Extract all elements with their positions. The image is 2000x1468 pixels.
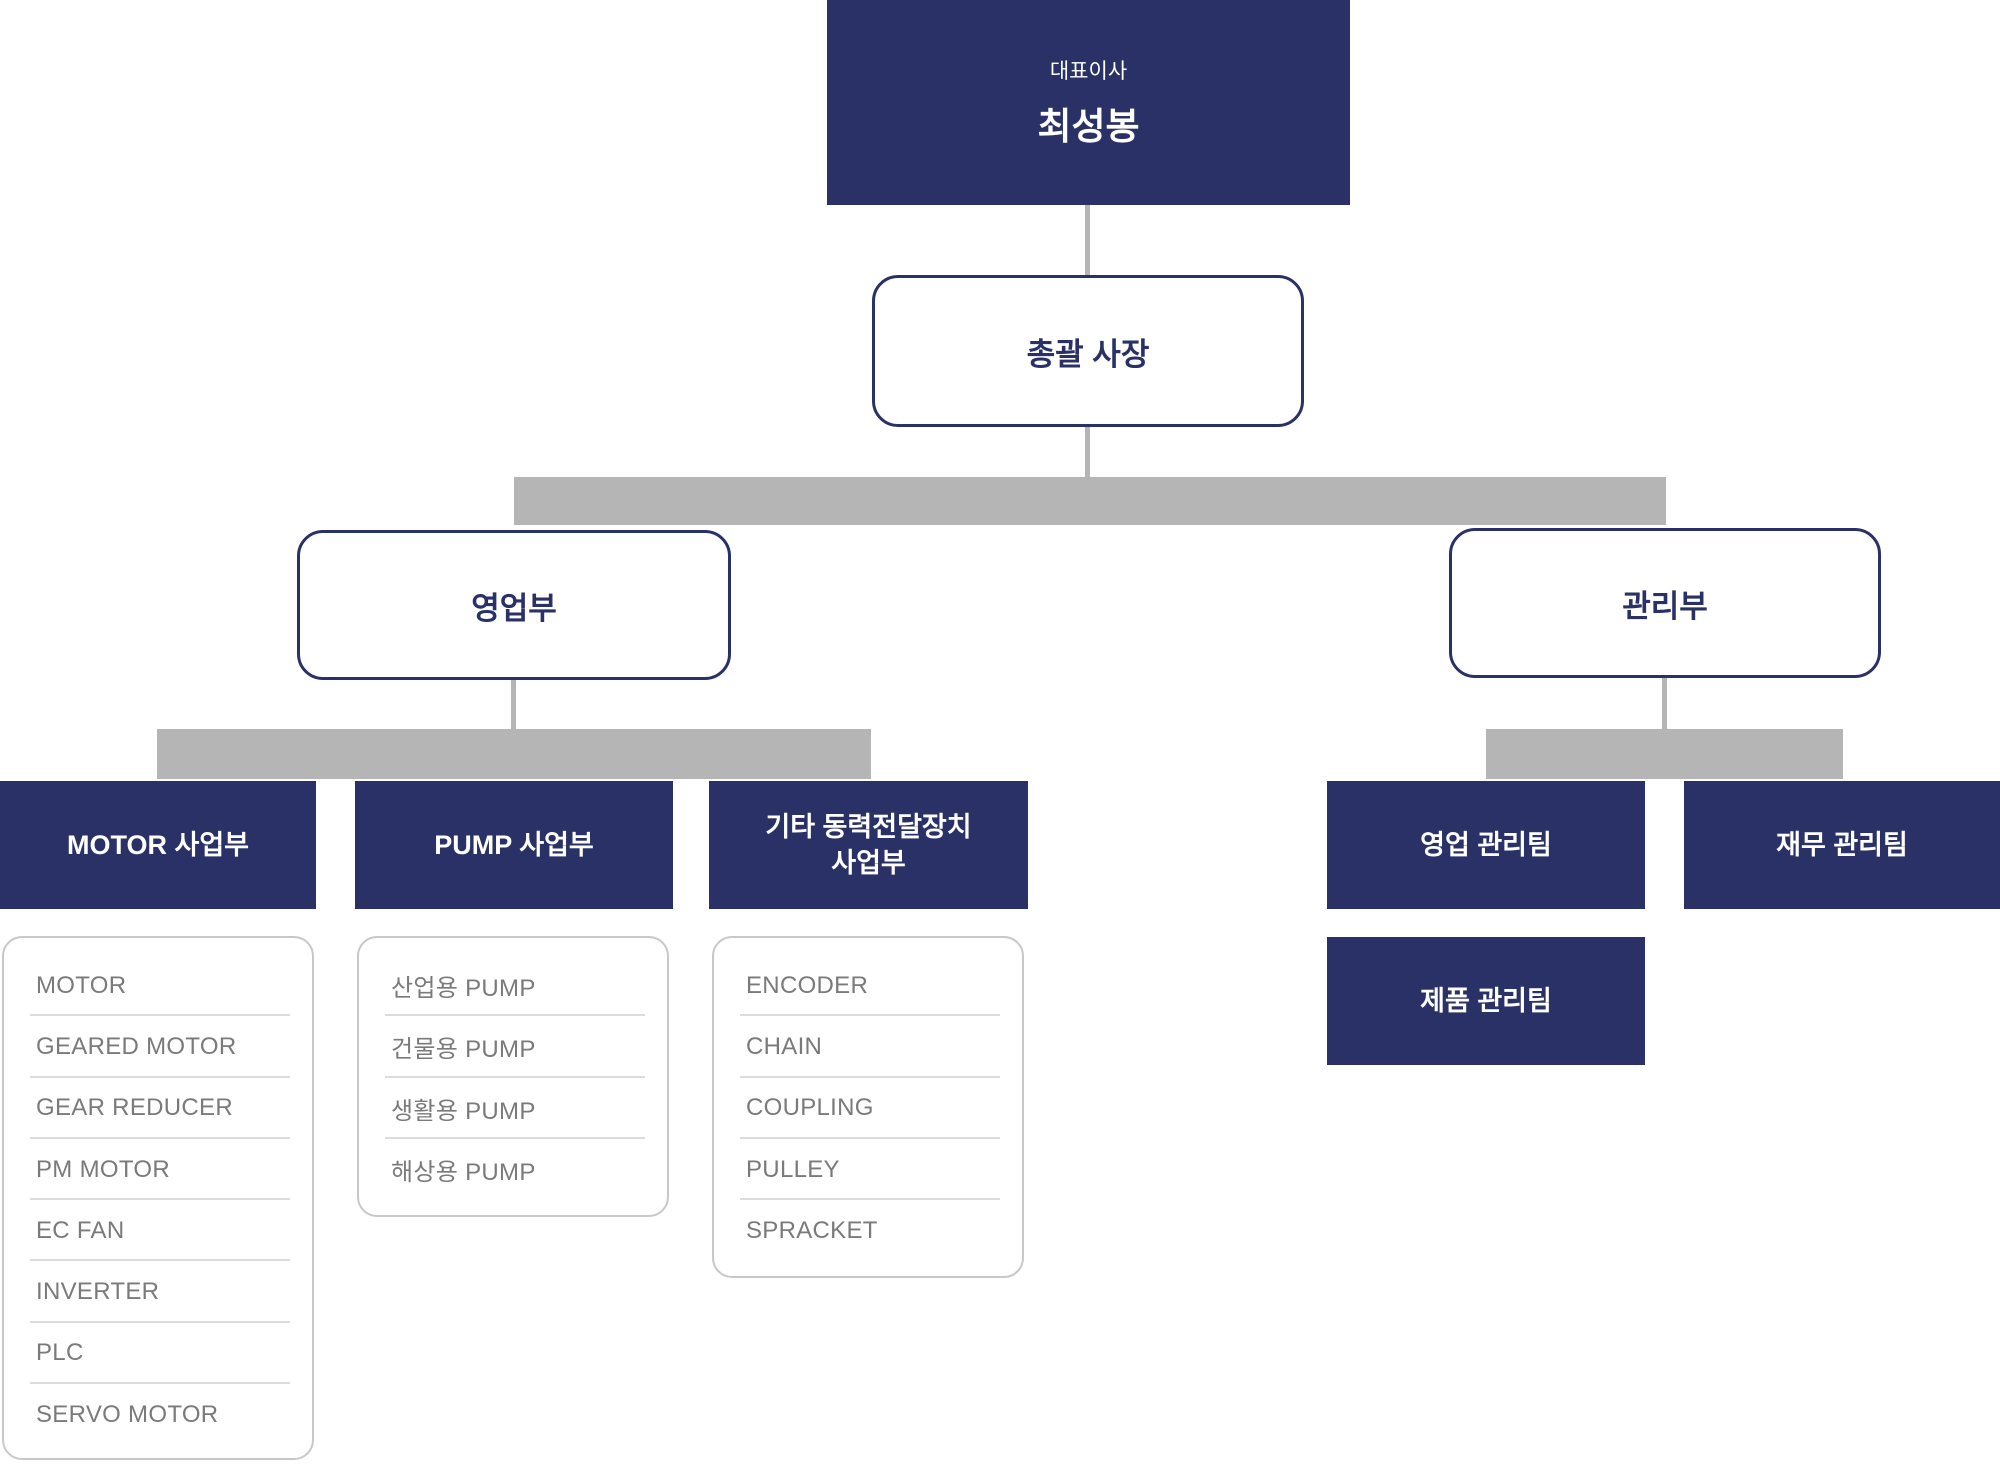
division-label-power-transmission-line1: 기타 동력전달장치 (765, 811, 972, 842)
list-item: PLC (4, 1323, 312, 1385)
list-item: SERVO MOTOR (36, 1400, 219, 1428)
ceo-name: 최성봉 (1037, 106, 1140, 147)
product-list-power-transmission: ENCODER CHAIN COUPLING PULLEY SPRACKET (712, 936, 1024, 1278)
sales-branch-bar (157, 729, 871, 779)
connector-president-bar (1085, 427, 1090, 477)
division-label-power-transmission-line2: 사업부 (831, 848, 906, 878)
list-item: GEARED MOTOR (4, 1016, 312, 1078)
list-item: EC FAN (4, 1200, 312, 1262)
division-box-pump: PUMP 사업부 (355, 781, 673, 909)
list-item: GEAR REDUCER (4, 1078, 312, 1140)
team-box-product-management: 제품 관리팀 (1327, 937, 1645, 1065)
ceo-box: 대표이사 최성봉 (827, 0, 1350, 205)
division-box-power-transmission: 기타 동력전달장치 사업부 (709, 781, 1028, 909)
dept-label-sales: 영업부 (471, 590, 557, 626)
president-box: 총괄 사장 (872, 275, 1304, 427)
division-box-motor: MOTOR 사업부 (0, 781, 316, 909)
ceo-title: 대표이사 (1049, 60, 1128, 83)
team-box-sales-management: 영업 관리팀 (1327, 781, 1645, 909)
list-item: MOTOR (4, 955, 312, 1017)
president-label: 총괄 사장 (1026, 336, 1150, 372)
connector-ceo-president (1085, 205, 1090, 275)
dept-box-sales: 영업부 (297, 530, 731, 680)
connector-sales-bar (511, 680, 516, 729)
product-list-motor: MOTOR GEARED MOTOR GEAR REDUCER PM MOTOR… (2, 936, 314, 1460)
list-item: SPRACKET (746, 1216, 878, 1244)
list-item: 해상용 PUMP (391, 1159, 536, 1187)
list-item: PM MOTOR (4, 1139, 312, 1201)
list-item: 건물용 PUMP (359, 1016, 667, 1078)
list-item: PULLEY (714, 1139, 1022, 1201)
list-item: CHAIN (714, 1016, 1022, 1078)
team-label-product-management: 제품 관리팀 (1420, 985, 1552, 1016)
list-item: 생활용 PUMP (359, 1078, 667, 1140)
list-item: 산업용 PUMP (359, 955, 667, 1017)
list-item: COUPLING (714, 1078, 1022, 1140)
dept-box-admin: 관리부 (1449, 528, 1881, 678)
team-box-finance-management: 재무 관리팀 (1684, 781, 2000, 909)
team-label-finance-management: 재무 관리팀 (1776, 829, 1908, 860)
division-label-pump: PUMP 사업부 (434, 829, 594, 860)
level1-branch-bar (514, 477, 1666, 525)
connector-admin-bar (1662, 678, 1667, 729)
dept-label-admin: 관리부 (1622, 588, 1708, 624)
admin-branch-bar (1486, 729, 1843, 779)
division-label-motor: MOTOR 사업부 (66, 829, 250, 860)
list-item: ENCODER (714, 955, 1022, 1017)
product-list-pump: 산업용 PUMP 건물용 PUMP 생활용 PUMP 해상용 PUMP (357, 936, 669, 1217)
list-item: INVERTER (4, 1261, 312, 1324)
team-label-sales-management: 영업 관리팀 (1420, 829, 1552, 860)
